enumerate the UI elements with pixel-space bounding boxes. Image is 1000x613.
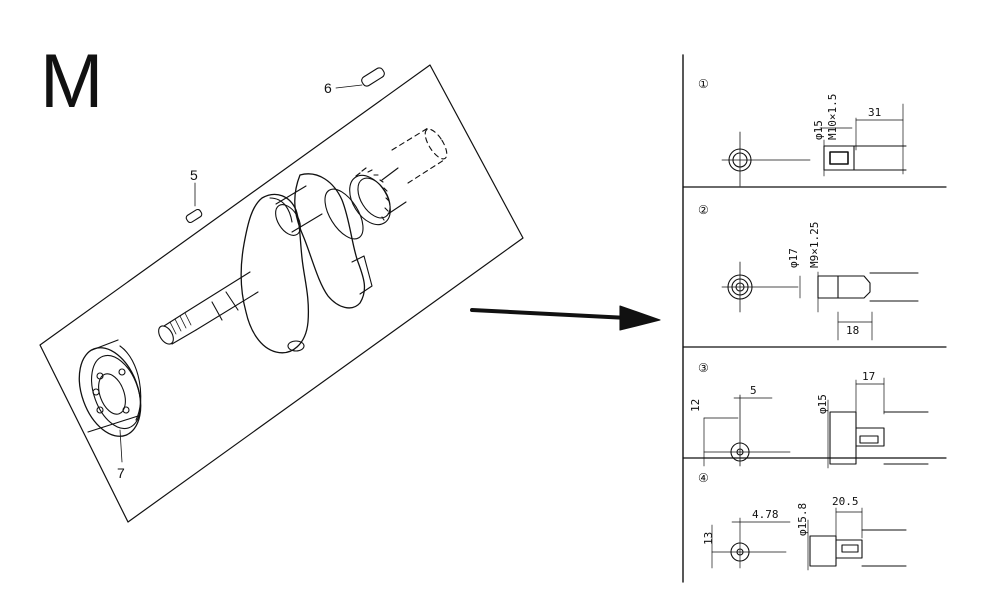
part-5-key bbox=[185, 182, 203, 224]
step-3-diameter: φ15 bbox=[816, 394, 829, 414]
direction-arrow bbox=[470, 305, 661, 331]
step-3-drawing bbox=[703, 377, 929, 469]
callout-7: 7 bbox=[117, 465, 125, 481]
step-3-number: ③ bbox=[698, 361, 709, 375]
step-2-drawing bbox=[721, 261, 919, 341]
step-1-drawing bbox=[721, 103, 907, 187]
step-3-length: 17 bbox=[862, 370, 875, 383]
step-4-number: ④ bbox=[698, 471, 709, 485]
crank-web-left bbox=[240, 193, 310, 354]
step-4-height: 13 bbox=[702, 532, 715, 545]
crankshaft-drawing bbox=[158, 127, 448, 354]
exploded-view-frame bbox=[39, 64, 524, 523]
step-2-thread: M9×1.25 bbox=[808, 222, 821, 268]
step-4-diameter: φ15.8 bbox=[796, 503, 809, 536]
step-3-height: 12 bbox=[689, 399, 702, 412]
step-3-width: 5 bbox=[750, 384, 757, 397]
step-1-diameter: φ15 bbox=[812, 120, 825, 140]
procedure-panel bbox=[682, 54, 947, 583]
step-2-length: 18 bbox=[846, 324, 859, 337]
callout-5: 5 bbox=[190, 167, 198, 183]
section-letter: M bbox=[40, 39, 104, 124]
crank-web-right bbox=[294, 173, 366, 309]
step-1-length: 31 bbox=[868, 106, 881, 119]
step-4-width: 4.78 bbox=[752, 508, 779, 521]
step-4-drawing bbox=[711, 507, 907, 571]
timing-gear bbox=[349, 167, 407, 226]
step-4-length: 20.5 bbox=[832, 495, 859, 508]
callout-6: 6 bbox=[324, 80, 332, 96]
shaft-extension-dashed bbox=[391, 127, 448, 184]
step-2-number: ② bbox=[698, 203, 709, 217]
step-1-thread: M10×1.5 bbox=[826, 94, 839, 140]
part-7-bearing bbox=[78, 339, 142, 463]
tapered-shaft bbox=[185, 271, 259, 331]
step-2-diameter: φ17 bbox=[787, 248, 800, 268]
part-6-pin bbox=[335, 67, 385, 89]
step-1-number: ① bbox=[698, 77, 709, 91]
